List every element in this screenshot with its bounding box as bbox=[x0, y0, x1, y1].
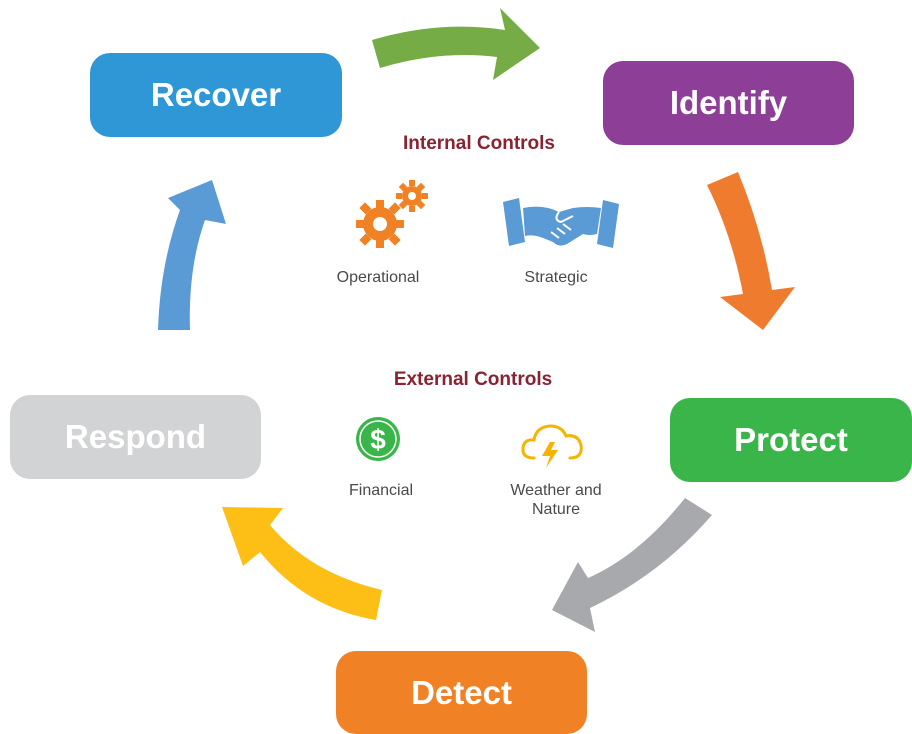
svg-text:$: $ bbox=[370, 424, 386, 455]
arrow-identify-to-protect bbox=[707, 172, 795, 330]
step-recover: Recover bbox=[90, 53, 342, 137]
weather-and-nature-label: Weather and Nature bbox=[510, 482, 602, 518]
arrow-recover-to-identify bbox=[372, 8, 540, 80]
arrow-protect-to-detect bbox=[552, 498, 712, 632]
financial-label: Financial bbox=[348, 482, 414, 499]
arrow-detect-to-respond bbox=[222, 507, 382, 620]
storm-cloud-icon bbox=[521, 424, 583, 468]
step-protect: Protect bbox=[670, 398, 912, 482]
internal-controls-title: Internal Controls bbox=[402, 133, 555, 154]
external-controls-title: External Controls bbox=[393, 369, 553, 390]
step-respond: Respond bbox=[10, 395, 261, 479]
strategic-label: Strategic bbox=[524, 269, 588, 286]
operational-label: Operational bbox=[336, 269, 420, 286]
dollar-icon: $ bbox=[356, 417, 400, 461]
step-identify: Identify bbox=[603, 61, 854, 145]
arrow-respond-to-recover bbox=[158, 180, 226, 330]
handshake-icon bbox=[503, 198, 619, 248]
step-detect: Detect bbox=[336, 651, 587, 734]
gears-icon bbox=[356, 180, 428, 248]
